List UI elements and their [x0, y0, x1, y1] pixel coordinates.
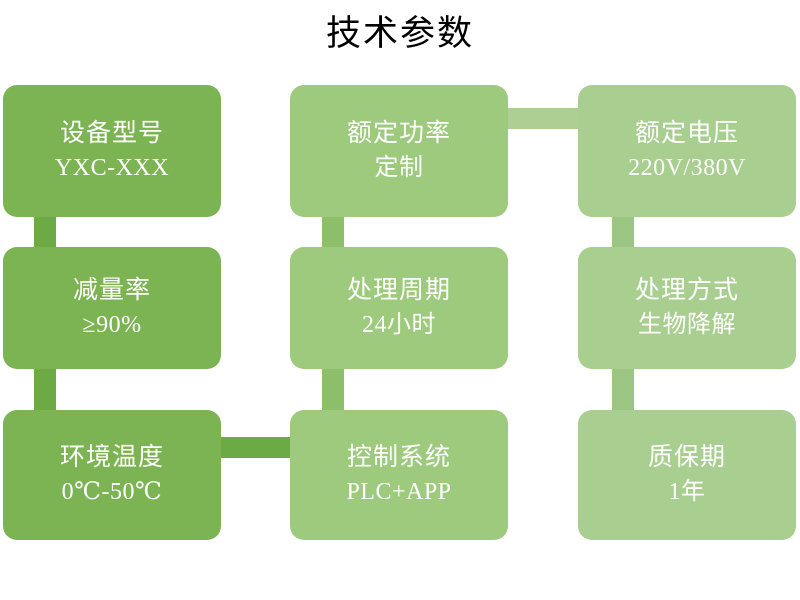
card-control-system[interactable]: 控制系统 PLC+APP [290, 410, 508, 540]
card-value: ≥90% [82, 312, 142, 338]
card-rated-power[interactable]: 额定功率 定制 [290, 85, 508, 217]
card-label: 额定电压 [634, 120, 739, 147]
card-value: 1年 [668, 479, 706, 505]
card-label: 处理方式 [634, 277, 739, 304]
card-device-model[interactable]: 设备型号 YXC-XXX [3, 85, 221, 217]
card-value: 0℃-50℃ [61, 479, 163, 505]
card-warranty-period[interactable]: 质保期 1年 [578, 410, 796, 540]
page-title: 技术参数 [325, 14, 474, 53]
card-value: 24小时 [362, 312, 436, 338]
card-label: 设备型号 [59, 120, 164, 147]
card-label: 额定功率 [346, 120, 451, 147]
card-value: 定制 [374, 155, 424, 181]
card-value: 生物降解 [638, 312, 736, 338]
card-label: 环境温度 [59, 444, 164, 471]
card-label: 减量率 [72, 277, 151, 304]
card-value: 220V/380V [628, 155, 746, 181]
card-value: PLC+APP [346, 479, 452, 505]
card-reduction-rate[interactable]: 减量率 ≥90% [3, 247, 221, 369]
card-ambient-temperature[interactable]: 环境温度 0℃-50℃ [3, 410, 221, 540]
card-label: 质保期 [647, 444, 726, 471]
card-treatment-cycle[interactable]: 处理周期 24小时 [290, 247, 508, 369]
card-rated-voltage[interactable]: 额定电压 220V/380V [578, 85, 796, 217]
card-treatment-method[interactable]: 处理方式 生物降解 [578, 247, 796, 369]
card-label: 控制系统 [346, 444, 451, 471]
card-label: 处理周期 [346, 277, 451, 304]
card-value: YXC-XXX [54, 155, 170, 181]
